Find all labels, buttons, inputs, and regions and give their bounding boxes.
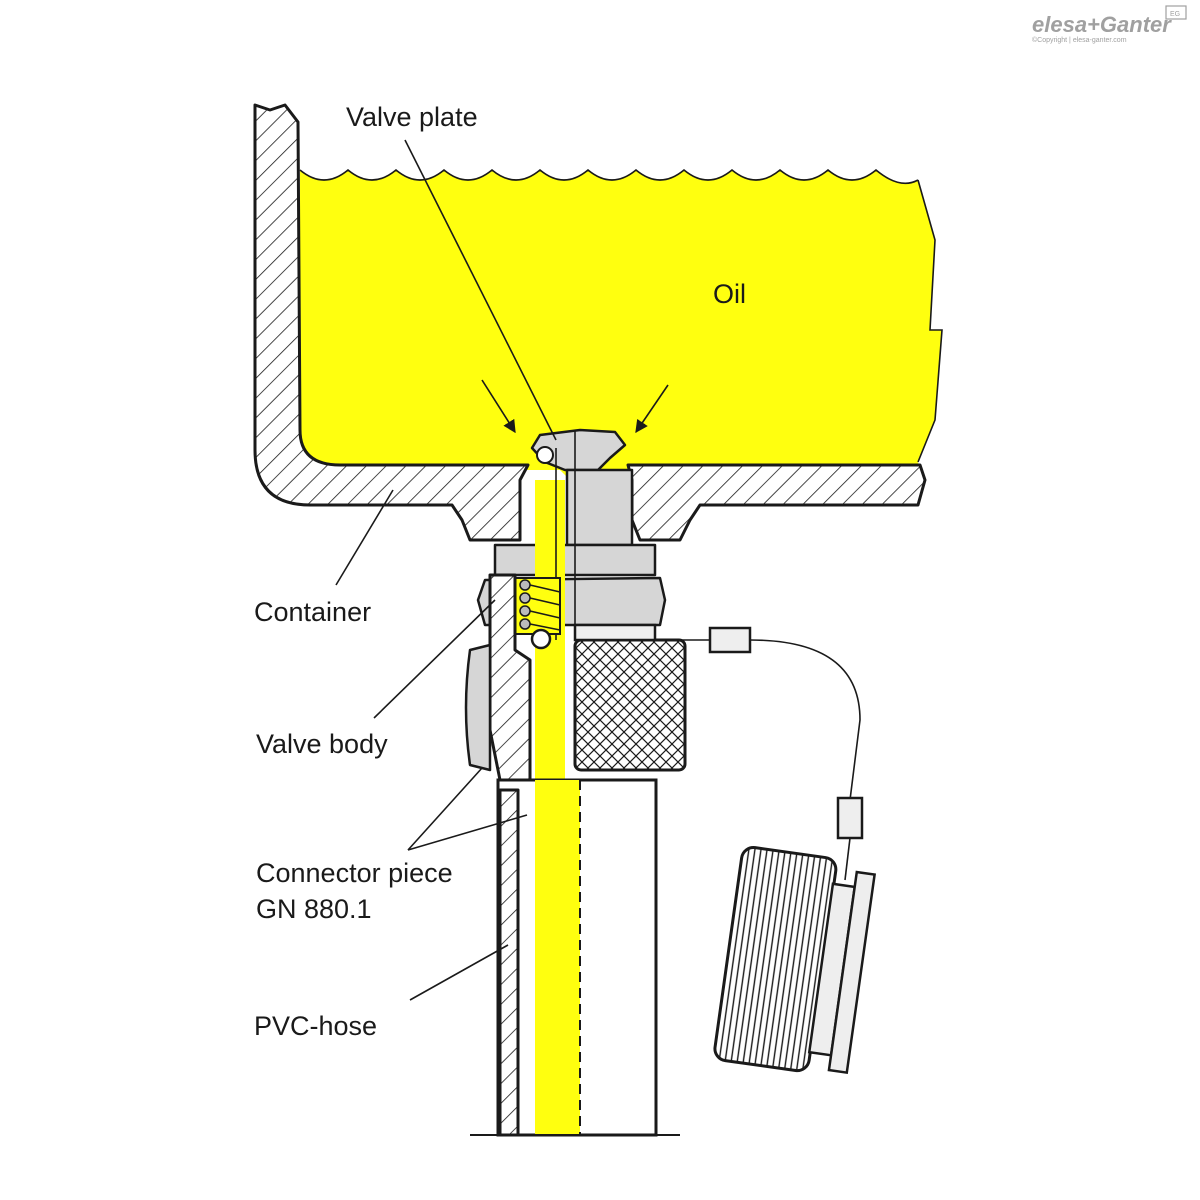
hose-wall-left: [498, 788, 520, 1137]
leader-connector-1: [407, 767, 483, 851]
nut-left-half: [464, 643, 492, 772]
label-connector-piece: Connector piece: [256, 858, 453, 888]
container-wall: [253, 103, 530, 542]
label-oil: Oil: [713, 279, 746, 309]
cap-cord: [655, 639, 861, 801]
brand-logo-text: elesa+Ganter: [1032, 12, 1172, 37]
label-container: Container: [254, 597, 371, 627]
leader-valve-body: [373, 599, 496, 719]
label-connector-code: GN 880.1: [256, 894, 372, 924]
cord-crimp-top: [708, 626, 752, 654]
label-valve-plate: Valve plate: [346, 102, 478, 132]
o-ring-lower: [530, 628, 552, 650]
valve-body-upper: [565, 468, 634, 547]
brand-copyright: ©Copyright | elesa-ganter.com: [1032, 36, 1127, 44]
brand-badge-box: [1165, 5, 1187, 20]
hose-oil: [535, 780, 580, 1135]
brand-logo: elesa+Ganter EG ©Copyright | elesa-gante…: [1032, 5, 1187, 44]
leader-valve-plate: [404, 139, 557, 441]
inflow-arrow-right: [635, 384, 669, 434]
leader-connector-2: [407, 814, 528, 851]
brand-badge: EG: [1170, 11, 1180, 18]
knurled-nut: [573, 638, 687, 772]
dust-cap: [713, 846, 877, 1075]
oil-fill: [300, 170, 942, 480]
leader-container: [335, 489, 394, 586]
leader-pvc-hose: [409, 944, 509, 1001]
inflow-arrow-left: [481, 379, 516, 434]
nut-collar: [573, 623, 657, 642]
cord-crimp-bottom: [836, 796, 864, 840]
oil-surface-line: [299, 168, 919, 185]
valve-spring: [514, 577, 561, 635]
o-ring-top: [536, 446, 554, 464]
label-pvc-hose: PVC-hose: [254, 1011, 377, 1041]
label-valve-body: Valve body: [256, 729, 388, 759]
cap-cord-end: [844, 837, 851, 881]
oil-break-line: [917, 179, 943, 463]
container-bottom-right: [626, 463, 927, 542]
